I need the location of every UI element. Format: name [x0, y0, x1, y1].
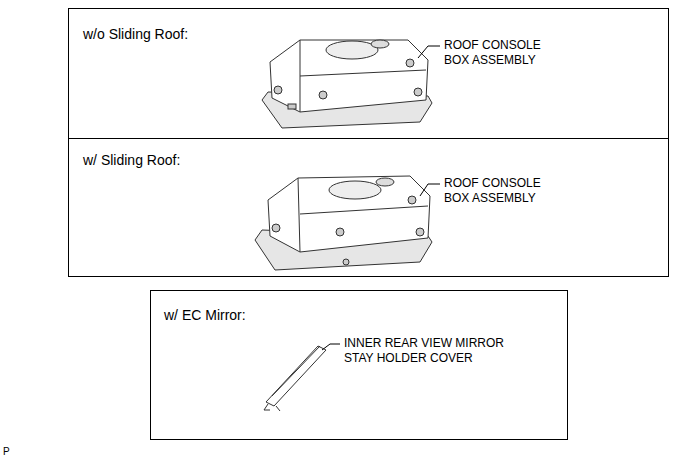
- leader-line: [418, 46, 440, 58]
- roof-console-drawing: [255, 176, 432, 270]
- option-panel: w/o Sliding Roof:: [68, 8, 669, 139]
- option-heading: w/ Sliding Roof:: [83, 152, 180, 169]
- part-name: INNER REAR VIEW MIRROR STAY HOLDER COVER: [344, 336, 534, 366]
- option-panel: w/ Sliding Roof:: [68, 138, 669, 277]
- mirror-cover-drawing: [264, 346, 326, 411]
- part-name: ROOF CONSOLE BOX ASSEMBLY: [444, 38, 562, 68]
- leader-line: [322, 344, 340, 350]
- part-name: ROOF CONSOLE BOX ASSEMBLY: [444, 176, 562, 206]
- figure-code: P: [3, 446, 23, 458]
- leader-line: [420, 184, 440, 196]
- option-heading: w/o Sliding Roof:: [83, 26, 188, 43]
- roof-console-drawing: [262, 40, 432, 128]
- option-heading: w/ EC Mirror:: [164, 307, 246, 324]
